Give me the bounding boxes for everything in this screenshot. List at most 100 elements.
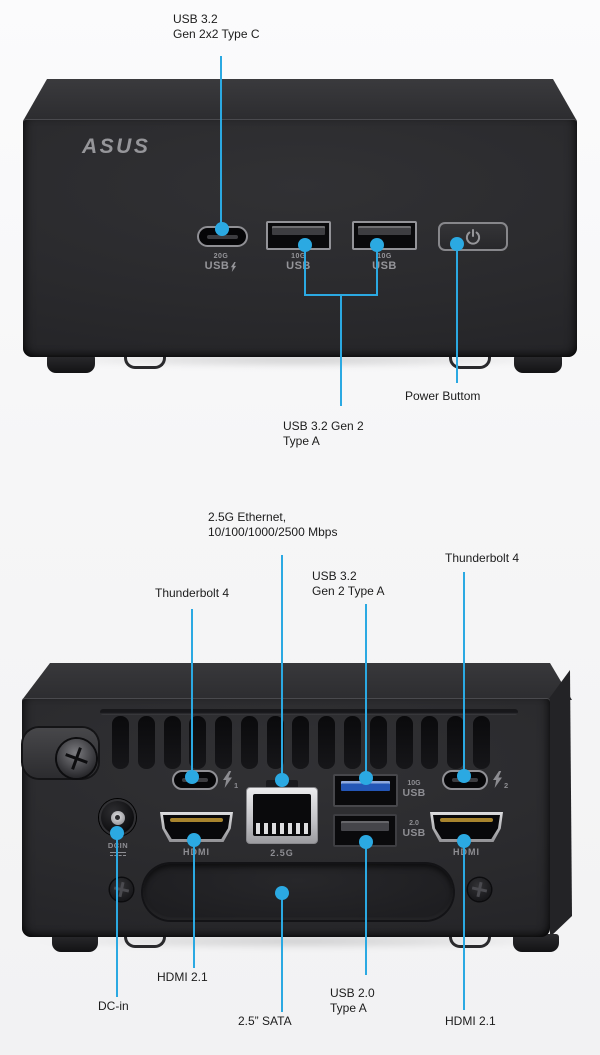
callout-line-dcin	[116, 838, 118, 997]
callout-line-sata	[281, 898, 283, 1012]
usba-port-front-2	[352, 221, 417, 250]
power-icon	[465, 228, 481, 245]
vent-grill	[112, 716, 490, 769]
hdmi-left-pins	[170, 818, 223, 822]
rear-wire-handle-left	[124, 932, 166, 948]
callout-usb20: USB 2.0 Type A	[330, 986, 375, 1016]
callout-line-usb32	[365, 604, 367, 774]
port-dot-dcin	[110, 826, 124, 840]
port-dot-usba2	[370, 238, 384, 252]
port-dot-usba1	[298, 238, 312, 252]
usbc-port-front-label: 20G USB	[190, 253, 252, 272]
vent-slot	[215, 716, 233, 769]
dc-in-pin	[110, 810, 125, 825]
callout-line-power	[456, 249, 458, 383]
bolt-icon	[493, 771, 502, 788]
vent-slot	[344, 716, 362, 769]
callout-usbc-front-line1: USB 3.2	[173, 12, 218, 26]
rear-device-side-face	[548, 670, 572, 937]
usba1-label-text: USB	[286, 260, 311, 272]
dc-in-jack-label: DCIN	[105, 842, 131, 858]
usba2-label-text: USB	[372, 260, 397, 272]
hdmi-right-pins	[440, 818, 493, 822]
asus-logo: ASUS	[81, 135, 148, 158]
vent-slot	[240, 716, 258, 769]
usbc-label-text: USB	[204, 260, 230, 272]
usba1-speed-text: 10G	[291, 253, 306, 260]
hdmi-port-right	[430, 812, 503, 842]
usb20-speed-text: 2.0	[409, 820, 419, 827]
callout-ethernet: 2.5G Ethernet, 10/100/1000/2500 Mbps	[208, 510, 337, 540]
vent-slot	[447, 716, 465, 769]
port-dot-tb1	[185, 770, 199, 784]
callout-power: Power Buttom	[405, 389, 481, 403]
callout-line-hdmi-left	[193, 845, 195, 968]
front-wire-handle-right	[449, 353, 491, 369]
port-dot-hdmi-left	[187, 833, 201, 847]
callout-thunderbolt-left: Thunderbolt 4	[155, 586, 230, 600]
usba-port-front-2-label: 10G USB	[352, 253, 417, 272]
callout-hdmi-left: HDMI 2.1	[157, 970, 208, 984]
vent-slot	[421, 716, 439, 769]
callout-usb32-line2: Gen 2 Type A	[312, 584, 385, 598]
usb20-port-label: 2.0 USB	[401, 820, 427, 839]
port-dot-usb20	[359, 835, 373, 849]
port-dot-usbc-front	[215, 222, 229, 236]
callout-ethernet-line1: 2.5G Ethernet,	[208, 510, 287, 524]
port-dot-usb10g	[359, 771, 373, 785]
vent-slot	[318, 716, 336, 769]
callout-thunderbolt-right: Thunderbolt 4	[445, 551, 520, 565]
port-dot-sata	[275, 886, 289, 900]
hdmi-left-port-label: HDMI	[183, 847, 210, 857]
usb10g-port-label: 10G USB	[401, 780, 427, 799]
callout-usb20-line1: USB 2.0	[330, 986, 375, 1000]
ethernet-port-label: 2.5G	[270, 848, 294, 858]
dc-symbol	[110, 851, 126, 858]
usba-port-front-1-label: 10G USB	[266, 253, 331, 272]
bolt-icon	[231, 261, 237, 272]
port-dot-ethernet	[275, 773, 289, 787]
port-dot-tb2	[457, 769, 471, 783]
callout-line-hdmi-right	[463, 846, 465, 1010]
ethernet-port	[246, 780, 318, 844]
usbc-speed-text: 20G	[213, 253, 229, 260]
callout-dcin: DC-in	[98, 999, 129, 1013]
callout-usba-line2: Type A	[283, 434, 320, 448]
dcin-label-text: DCIN	[107, 841, 129, 850]
ethernet-pins	[256, 823, 308, 834]
callout-usba-line1: USB 3.2 Gen 2	[283, 419, 364, 433]
rear-foot-right	[513, 934, 559, 952]
callout-ethernet-line2: 10/100/1000/2500 Mbps	[208, 525, 338, 539]
ethernet-opening	[253, 794, 311, 836]
vent-slot	[472, 716, 490, 769]
callout-usb32-line1: USB 3.2	[312, 569, 357, 583]
thunderbolt-2-icon: 2	[492, 771, 508, 790]
vent-slot	[163, 716, 181, 769]
bracket-left-line	[304, 250, 306, 296]
bracket-right-line	[376, 250, 378, 296]
front-foot-left	[47, 355, 95, 373]
thunderbolt-1-number: 1	[234, 781, 239, 790]
callout-usb32-rear: USB 3.2 Gen 2 Type A	[312, 569, 385, 599]
usba2-speed-text: 10G	[377, 253, 392, 260]
hdmi-right-port-label: HDMI	[453, 847, 480, 857]
rear-device-top-face	[22, 663, 572, 700]
callout-sata: 2.5” SATA	[238, 1014, 292, 1028]
vent-slot	[395, 716, 413, 769]
thunderbolt-2-number: 2	[504, 781, 509, 790]
callout-usba-front: USB 3.2 Gen 2 Type A	[283, 419, 364, 449]
vent-slot	[189, 716, 207, 769]
usb20-label-text: USB	[402, 827, 426, 839]
usb10g-speed-text: 10G	[407, 780, 421, 787]
bracket-horizontal-line	[304, 294, 378, 296]
callout-line-usb20	[365, 847, 367, 975]
rear-top-groove	[100, 709, 518, 715]
callout-line-tb-left	[191, 609, 193, 773]
front-device-top-face	[23, 79, 577, 121]
bracket-stem-line	[340, 296, 342, 406]
callout-line-ethernet	[281, 555, 283, 775]
thunderbolt-1-icon: 1	[222, 771, 238, 790]
rear-foot-left	[52, 934, 98, 952]
front-foot-right	[514, 355, 562, 373]
callout-usbc-front-line2: Gen 2x2 Type C	[173, 27, 260, 41]
